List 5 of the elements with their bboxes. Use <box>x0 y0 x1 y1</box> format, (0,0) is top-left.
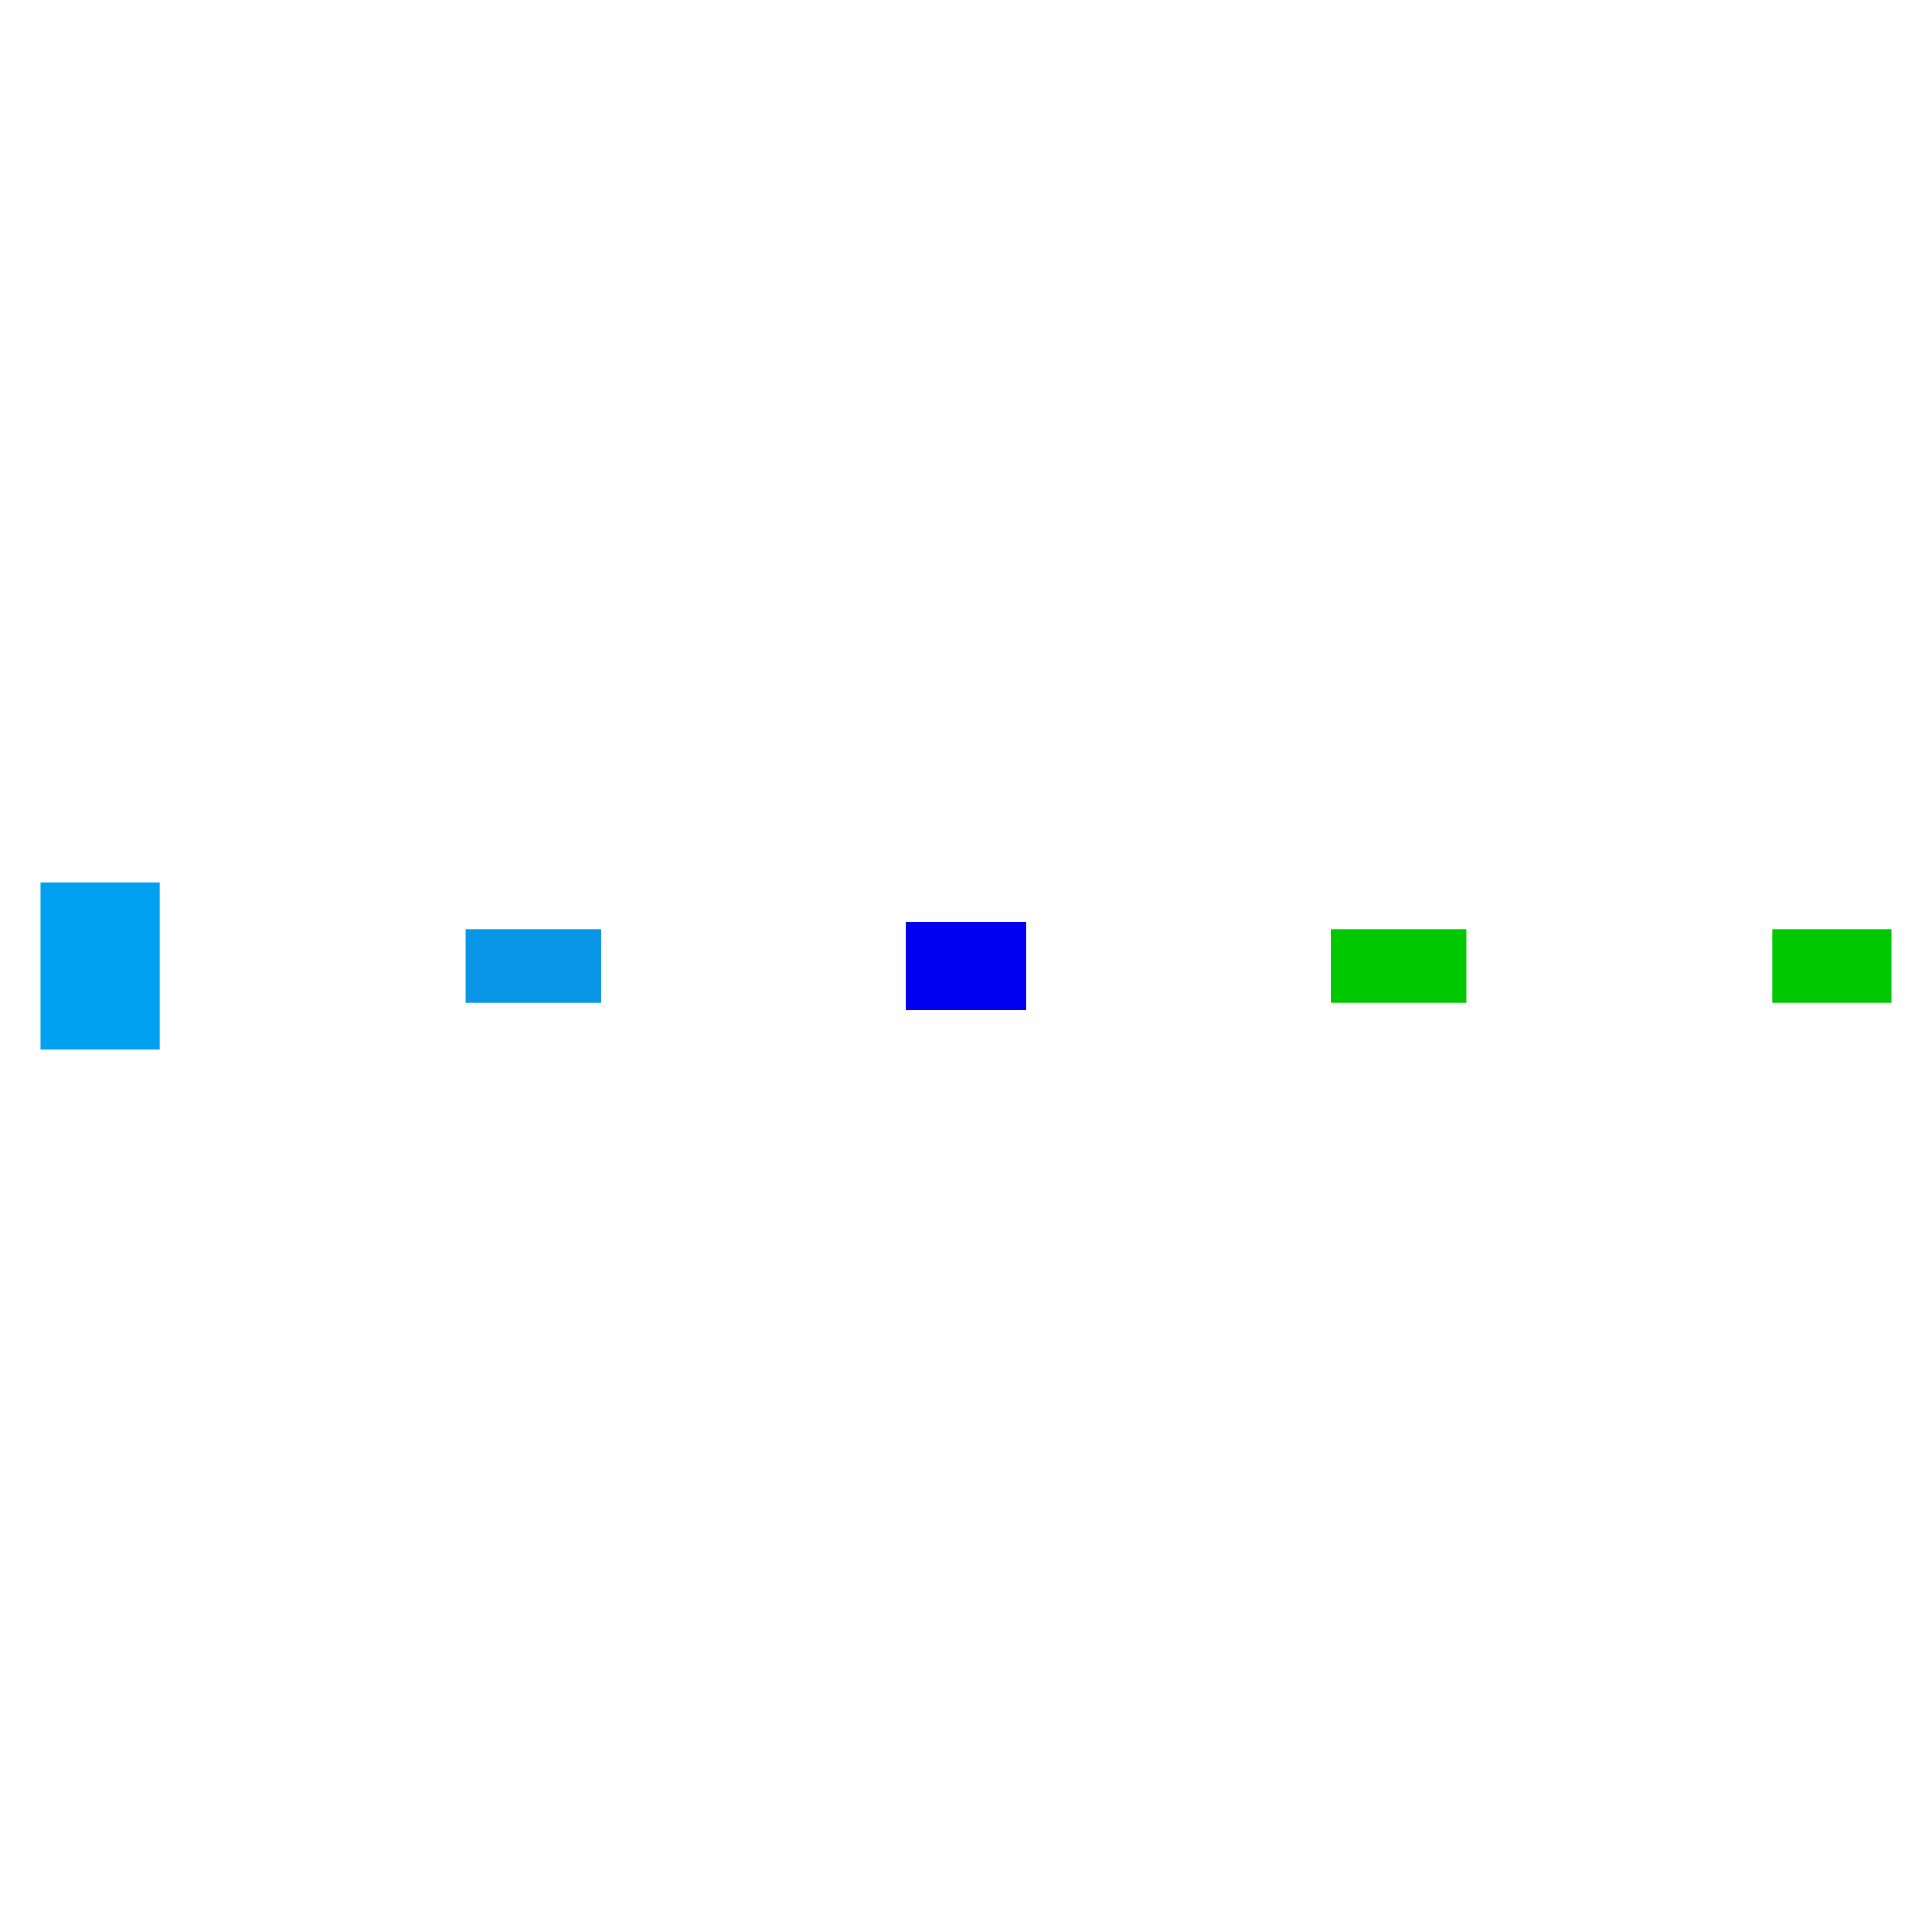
node-box <box>465 929 601 1003</box>
node-box <box>1772 929 1892 1003</box>
node-box <box>1331 929 1467 1003</box>
node-box <box>905 922 1027 1010</box>
node-box <box>40 882 160 1050</box>
